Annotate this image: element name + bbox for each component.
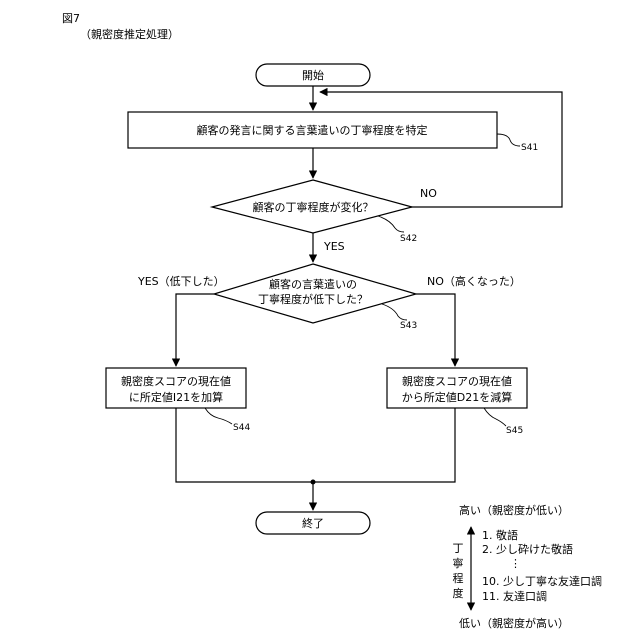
legend-item: ⋮: [510, 557, 521, 570]
edge-no-s42: NO: [420, 187, 437, 200]
decision-s42-label: 顧客の丁寧程度が変化？: [253, 200, 374, 214]
legend-item: 11. 友達口調: [482, 589, 547, 603]
start-label: 開始: [302, 68, 324, 82]
legend-bottom-label: 低い（親密度が高い）: [459, 616, 569, 630]
process-s45-line2: から所定値D21を減算: [402, 390, 512, 404]
edge-yes-s43: YES（低下した）: [137, 275, 225, 288]
decision-s43-line2: 丁寧程度が低下した？: [258, 292, 368, 306]
end-label: 終了: [302, 516, 324, 530]
figure-caption: （親密度推定処理）: [80, 27, 179, 41]
figure-label: 図7: [62, 12, 80, 25]
legend-item: 10. 少し丁寧な友達口調: [482, 574, 602, 588]
ref-s44: S44: [233, 423, 250, 433]
decision-s43-line1: 顧客の言葉遣いの: [269, 277, 357, 291]
edge-yes-s42: YES: [323, 240, 345, 253]
process-s44-line1: 親密度スコアの現在値: [121, 374, 231, 388]
ref-s42: S42: [400, 234, 417, 244]
legend-axis-char-3: 程: [453, 572, 464, 585]
legend-axis-char-2: 寧: [453, 556, 464, 570]
ref-s41: S41: [521, 143, 538, 153]
legend-axis-char-1: 丁: [453, 542, 464, 555]
process-s45-line1: 親密度スコアの現在値: [402, 374, 512, 388]
arrow-s43-no-to-s45: [416, 294, 455, 366]
process-s44-line2: に所定値I21を加算: [129, 390, 223, 404]
s42-leader: [378, 216, 404, 232]
arrow-s43-yes-to-s44: [176, 294, 214, 366]
legend-item: 2. 少し砕けた敬語: [482, 542, 573, 556]
process-s41-label: 顧客の発言に関する言葉遣いの丁寧程度を特定: [197, 123, 428, 137]
s43-leader: [382, 304, 407, 320]
edge-no-s43: NO（高くなった）: [427, 274, 521, 288]
s45-leader: [484, 408, 506, 426]
ref-s43: S43: [400, 321, 417, 331]
ref-s45: S45: [506, 426, 523, 436]
legend-axis-char-4: 度: [453, 586, 464, 600]
s44-leader: [205, 408, 232, 424]
s41-leader: [497, 134, 520, 146]
legend-top-label: 高い（親密度が低い）: [459, 503, 569, 517]
merge-lines: [176, 408, 455, 482]
legend-item: 1. 敬語: [482, 528, 518, 542]
